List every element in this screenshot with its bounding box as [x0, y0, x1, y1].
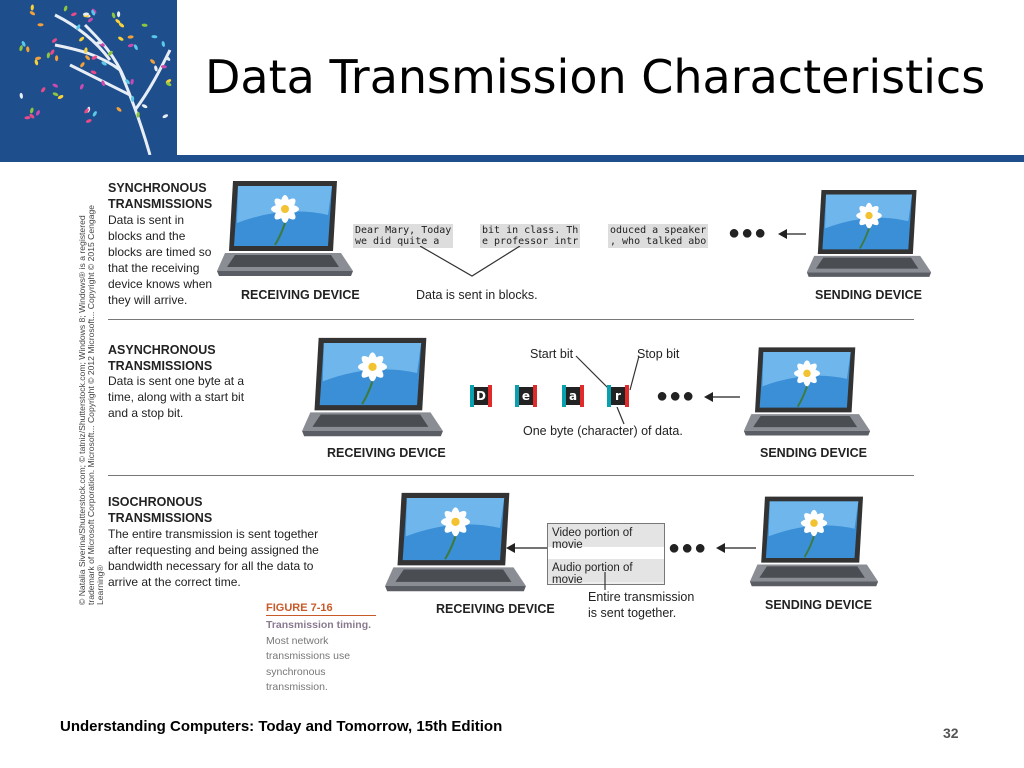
- iso-note: Entire transmission is sent together.: [588, 590, 695, 620]
- audio-portion: Audio portion of movie: [548, 559, 664, 586]
- tree-logo-icon: [0, 0, 177, 155]
- sync-note: Data is sent in blocks.: [416, 288, 538, 302]
- sync-sending-label: SENDING DEVICE: [815, 288, 922, 302]
- async-note: One byte (character) of data.: [523, 424, 683, 438]
- block-line: Dear Mary, Today: [355, 225, 452, 236]
- sync-receiving-label: RECEIVING DEVICE: [241, 288, 360, 302]
- arrow-left-icon: [704, 392, 740, 402]
- video-portion: Video portion of movie: [548, 524, 664, 551]
- byte-char: a: [566, 387, 580, 405]
- footer-text: Understanding Computers: Today and Tomor…: [60, 718, 503, 735]
- async-receiving-label: RECEIVING DEVICE: [327, 446, 446, 460]
- byte-cell: e: [515, 385, 537, 407]
- block-line: bit in class. Th: [482, 225, 579, 236]
- start-bit-label: Start bit: [530, 347, 574, 361]
- block-line: oduced a speaker: [610, 225, 707, 236]
- iso-sending-label: SENDING DEVICE: [765, 598, 872, 612]
- async-description: Data is sent one byte at a time, along w…: [108, 374, 245, 420]
- continuation-dots: ●●●: [728, 222, 768, 244]
- caption-bold: Transmission timing.: [266, 619, 372, 631]
- async-title: ASYNCHRONOUS TRANSMISSIONS: [108, 343, 216, 373]
- byte-pointer-line: [616, 407, 625, 425]
- laptop-icon: [749, 496, 879, 587]
- async-sending-label: SENDING DEVICE: [760, 446, 867, 460]
- arrow-left-icon: [506, 543, 548, 553]
- page-number: 32: [943, 725, 959, 741]
- iso-description: The entire transmission is sent together…: [108, 527, 319, 589]
- box-pointer-line: [604, 572, 606, 590]
- byte-char: e: [519, 387, 533, 405]
- image-credit: © Natalia Siverina/Shutterstock.com; © t…: [77, 185, 105, 605]
- laptop-icon: [217, 181, 353, 276]
- movie-transmission-box: Video portion of movie Audio portion of …: [547, 523, 665, 586]
- laptop-icon: [806, 189, 932, 277]
- section-divider: [108, 475, 914, 476]
- laptop-icon: [302, 337, 443, 437]
- figure-label: FIGURE 7-16: [266, 602, 333, 614]
- stop-bit-label: Stop bit: [637, 347, 680, 361]
- byte-cell: D: [470, 385, 492, 407]
- title-divider: [0, 155, 1024, 162]
- figure-rule: [266, 615, 376, 616]
- byte-cell: a: [562, 385, 584, 407]
- byte-char: r: [611, 387, 625, 405]
- arrow-left-icon: [778, 229, 806, 239]
- slide-title: Data Transmission Characteristics: [205, 50, 986, 104]
- sync-title: SYNCHRONOUS TRANSMISSIONS: [108, 181, 213, 211]
- laptop-icon: [385, 492, 526, 592]
- sync-data-block: oduced a speaker, who talked abo: [608, 224, 709, 248]
- byte-cell: r: [607, 385, 629, 407]
- arrow-left-icon: [716, 543, 756, 553]
- bit-pointer-lines: [575, 355, 640, 391]
- block-line: we did quite a: [355, 236, 440, 247]
- block-line: e professor intr: [482, 236, 579, 247]
- continuation-dots: ●●●: [668, 537, 708, 559]
- byte-char: D: [474, 387, 488, 405]
- block-pointer-lines: [420, 246, 521, 277]
- figure-caption: Transmission timing. Most network transm…: [266, 618, 386, 696]
- iso-title: ISOCHRONOUS TRANSMISSIONS: [108, 495, 213, 525]
- block-line: , who talked abo: [610, 236, 707, 247]
- section-divider: [108, 319, 914, 320]
- box-gap: [548, 547, 664, 559]
- caption-rest: Most network transmissions use synchrono…: [266, 634, 351, 694]
- iso-receiving-label: RECEIVING DEVICE: [436, 602, 555, 616]
- image-credit-text: © Natalia Siverina/Shutterstock.com; © t…: [77, 204, 105, 605]
- sync-description: Data is sent in blocks and the blocks ar…: [108, 213, 213, 307]
- laptop-icon: [743, 347, 871, 436]
- continuation-dots: ●●●: [656, 385, 696, 407]
